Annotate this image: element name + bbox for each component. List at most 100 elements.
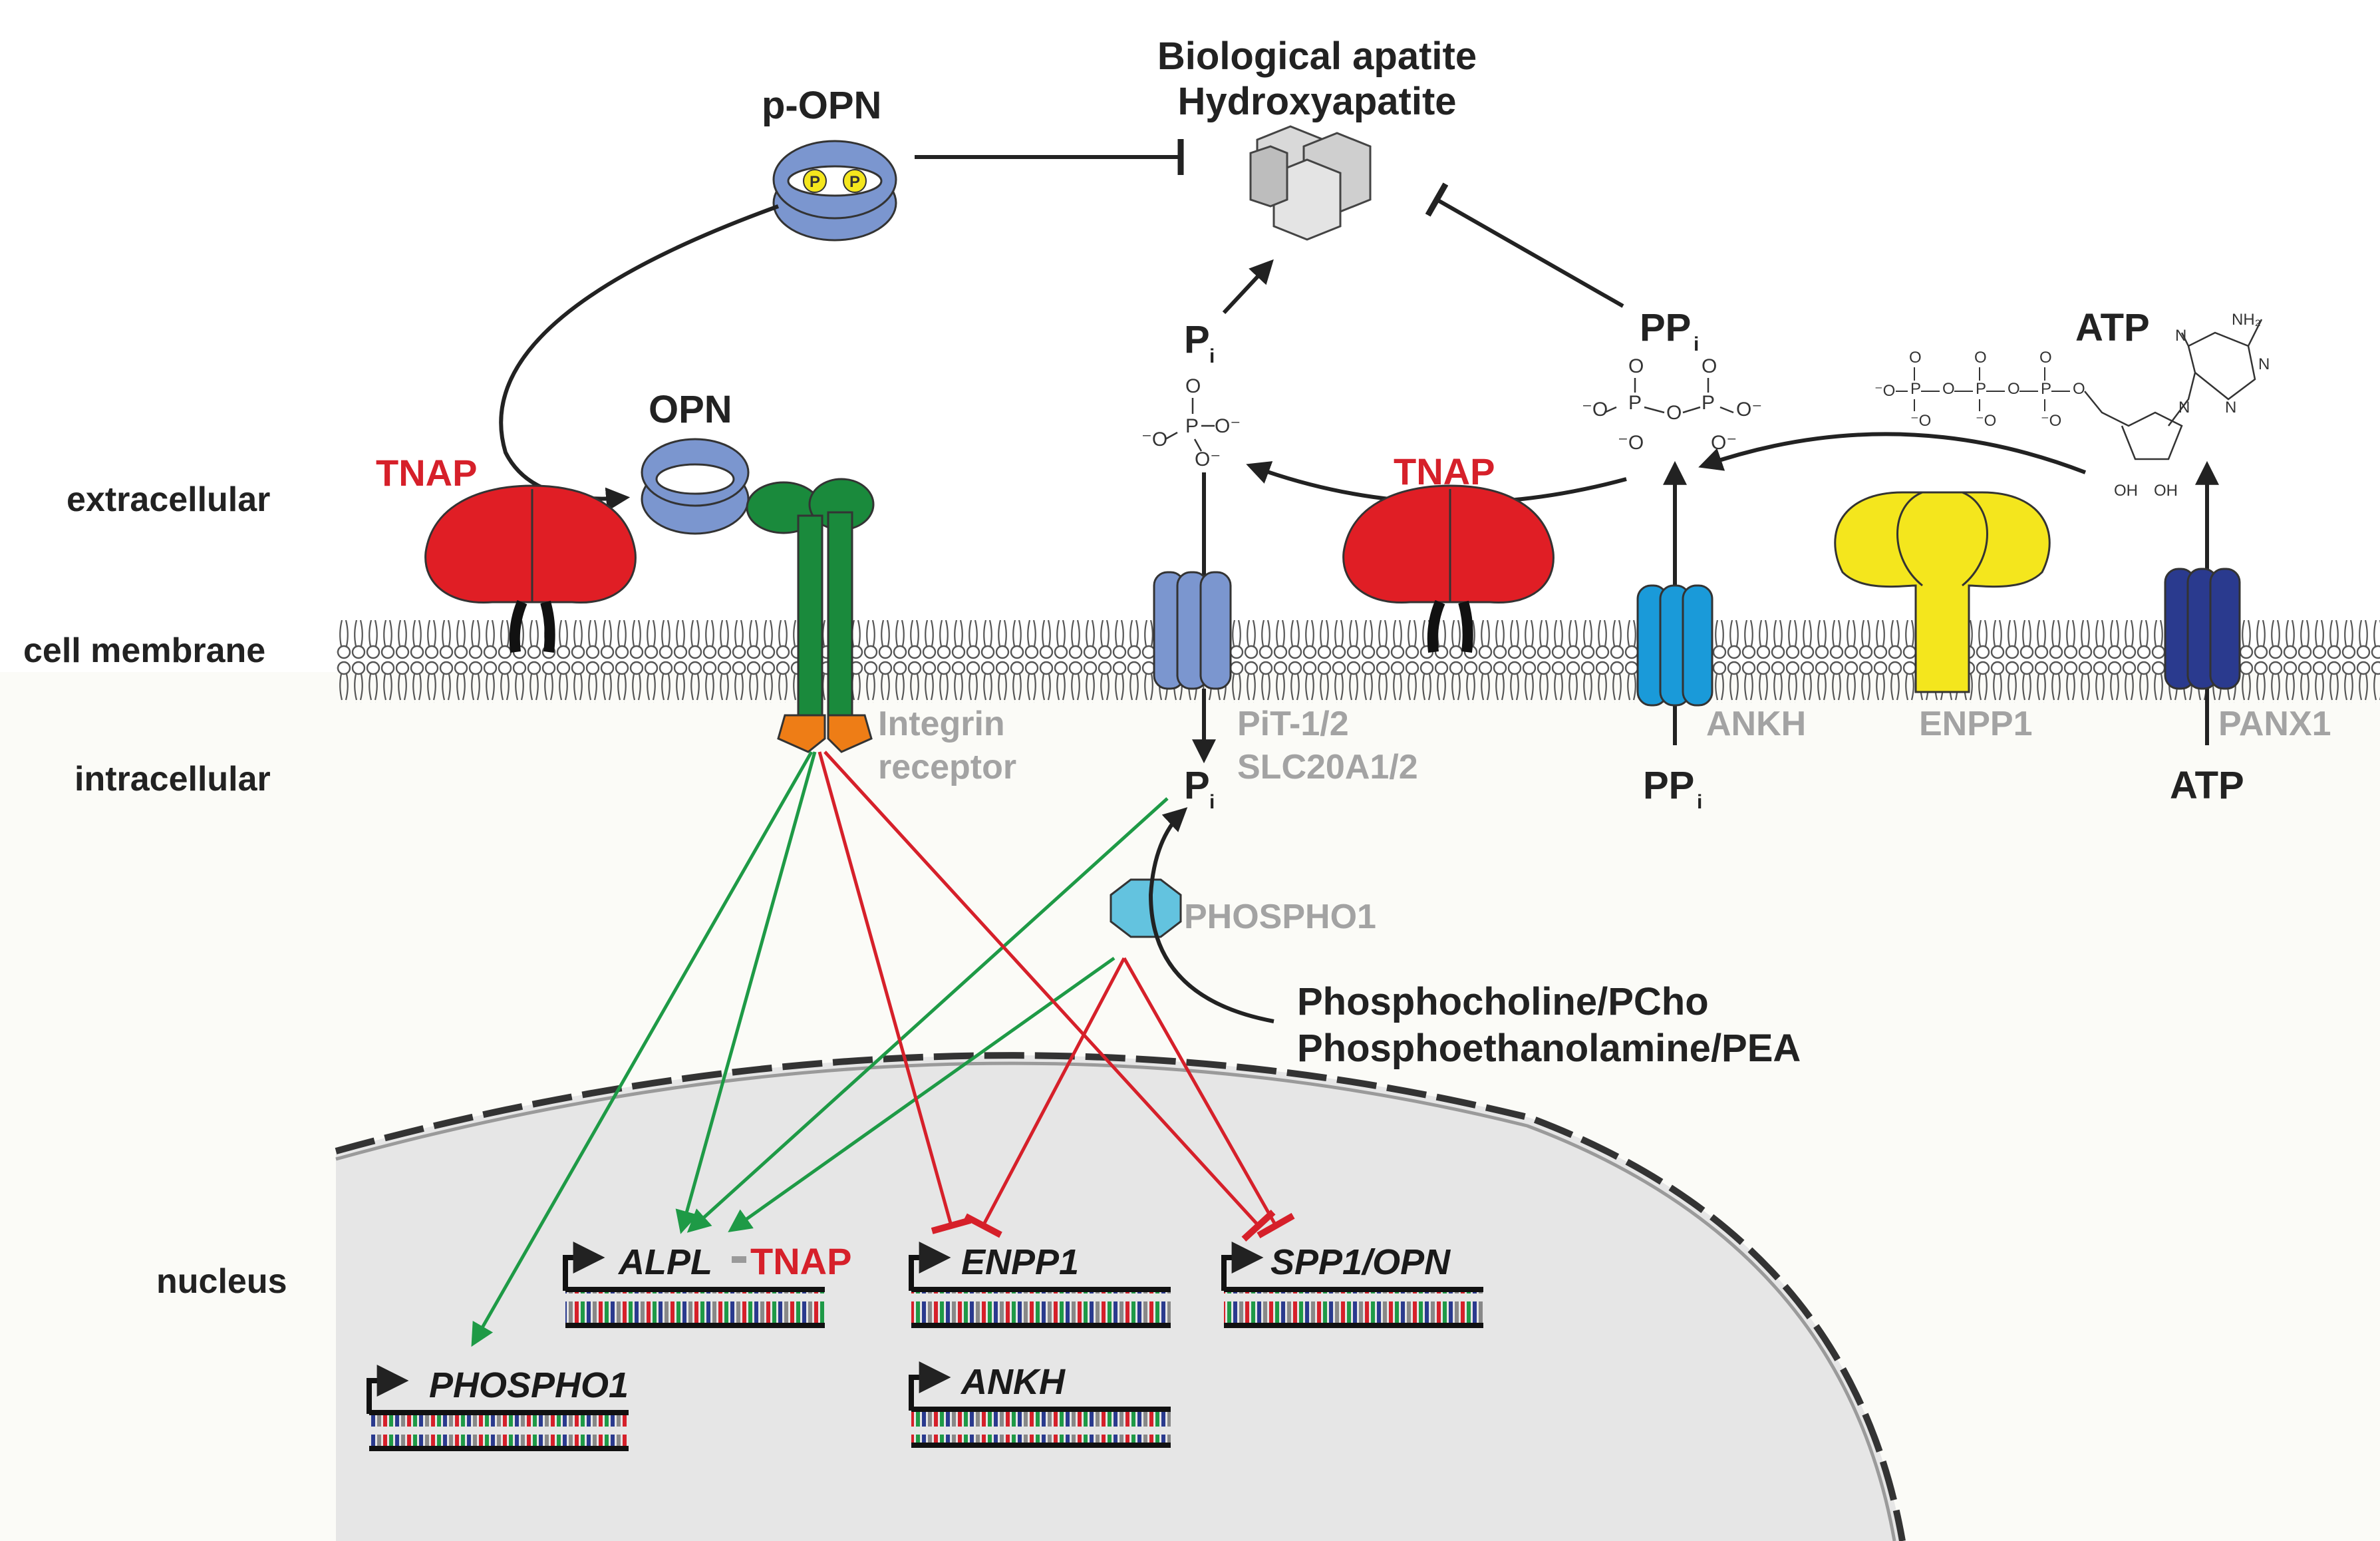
- atp-struct-o-8: O: [2039, 349, 2052, 367]
- atp-struct-o-6: ⁻O: [1976, 412, 1996, 430]
- gene-alpl: ALPL TNAP: [563, 1240, 851, 1328]
- pi-extracellular-sub: i: [1209, 345, 1215, 367]
- inhibition-lines: [818, 751, 1295, 1242]
- pi-activates-alpl: [686, 797, 1169, 1233]
- ppi-struct-o-bridge: O: [1666, 402, 1682, 424]
- tnap-right-protein: TNAP: [1342, 450, 1555, 653]
- atp-struct-n-1: N: [2175, 327, 2186, 345]
- phospho1-inhibits-enpp1: [964, 957, 1126, 1238]
- ppi-extracellular-label: PP: [1640, 306, 1691, 349]
- panx1-label: PANX1: [2218, 705, 2331, 743]
- ankh-label: ANKH: [1706, 705, 1806, 743]
- atp-to-ppi-arrow: [1698, 432, 2087, 474]
- pyrophosphate-structure: O O ⁻O P O P O⁻ ⁻O O⁻: [1582, 355, 1762, 454]
- atp-struct-p-2: P: [1976, 380, 1986, 398]
- atp-struct-n-2: N: [2258, 355, 2270, 373]
- gene-alpl-protein: TNAP: [750, 1240, 851, 1282]
- ppi-struct-o-4: O⁻: [1736, 399, 1762, 421]
- ppi-struct-o-3: ⁻O: [1582, 399, 1608, 421]
- ppi-struct-p-1: P: [1628, 392, 1642, 414]
- apatite-title-2: Hydroxyapatite: [1177, 80, 1456, 123]
- ppi-struct-o-6: O⁻: [1711, 432, 1737, 454]
- atp-struct-o-5: O: [1974, 349, 1987, 367]
- atp-struct-o-2: O: [1909, 349, 1922, 367]
- pi-to-apatite-arrow: [1222, 259, 1274, 315]
- apatite-title-1: Biological apatite: [1157, 35, 1477, 78]
- label-intracellular: intracellular: [74, 760, 271, 798]
- p-opn-label: p-OPN: [762, 84, 881, 127]
- pi-struct-p: P: [1185, 415, 1199, 437]
- apatite-crystal: Biological apatite Hydroxyapatite: [1157, 35, 1477, 241]
- pi-intracellular-label: P: [1184, 764, 1210, 807]
- pi-struct-o-left: ⁻O: [1141, 428, 1167, 450]
- p-opn-protein: p-OPN P P: [762, 84, 897, 242]
- gene-enpp1-name: ENPP1: [961, 1242, 1079, 1282]
- gene-ankh-name: ANKH: [960, 1362, 1066, 1402]
- atp-struct-o-1: ⁻O: [1874, 382, 1895, 400]
- gene-alpl-name: ALPL: [617, 1242, 712, 1282]
- phosphate-structure: O P ⁻O O⁻ O⁻: [1141, 375, 1241, 470]
- tnap-left-label: TNAP: [376, 452, 477, 494]
- pi-intracellular-sub: i: [1209, 791, 1215, 813]
- atp-struct-oh-2: OH: [2154, 482, 2178, 500]
- ppi-struct-p-2: P: [1702, 392, 1715, 414]
- label-nucleus: nucleus: [156, 1262, 287, 1301]
- atp-structure: ⁻O O P ⁻O O O P ⁻O O O P ⁻O O NH₂ N N N …: [1874, 311, 2270, 500]
- phospho1-enzyme: PHOSPHO1: [1110, 878, 1376, 938]
- integrin-label-1: Integrin: [878, 705, 1005, 743]
- ppi-extracellular-sub: i: [1694, 333, 1699, 355]
- atp-struct-o-7: O: [2008, 380, 2020, 398]
- gene-phospho1-name: PHOSPHO1: [429, 1365, 629, 1405]
- activation-arrows: [471, 751, 1169, 1347]
- phospho1-inhibits-spp1: [1122, 957, 1295, 1239]
- ppi-intracellular-label: PP: [1643, 764, 1694, 807]
- label-cell-membrane: cell membrane: [23, 631, 265, 670]
- pi-struct-o-right: O⁻: [1215, 415, 1241, 437]
- ppi-struct-o-1: O: [1628, 355, 1644, 377]
- enpp1-label: ENPP1: [1919, 705, 2033, 743]
- panx1-channel: PANX1: [2164, 568, 2331, 743]
- phospho1-to-pi-arrow: [1148, 807, 1274, 1023]
- gene-ankh: ANKH: [909, 1361, 1171, 1448]
- atp-struct-p-3: P: [2041, 380, 2051, 398]
- ppi-struct-o-2: O: [1702, 355, 1717, 377]
- pi-extracellular-label: P: [1184, 318, 1210, 361]
- atp-struct-o-3: ⁻O: [1910, 412, 1931, 430]
- phospho1-label: PHOSPHO1: [1184, 898, 1376, 936]
- label-extracellular: extracellular: [67, 480, 270, 519]
- ankh-transporter: ANKH: [1636, 584, 1806, 743]
- substrate-label-1: Phosphocholine/PCho: [1297, 980, 1709, 1023]
- atp-struct-nh2: NH₂: [2232, 311, 2261, 329]
- gene-spp1-name: SPP1/OPN: [1270, 1242, 1451, 1282]
- integrin-inhibits-enpp1: [818, 751, 972, 1234]
- atp-struct-n-4: N: [2178, 399, 2190, 417]
- atp-struct-o-10: O: [2073, 380, 2085, 398]
- phospho-mark-1: P: [810, 173, 820, 191]
- integrin-activates-alpl: [675, 751, 817, 1234]
- pit-transporter: PiT-1/2 SLC20A1/2: [1153, 571, 1418, 786]
- gene-phospho1: PHOSPHO1: [367, 1365, 629, 1451]
- ppi-inhibits-apatite: [1425, 182, 1624, 308]
- phospho1-activates-alpl: [728, 956, 1116, 1233]
- substrate-label-2: Phosphoethanolamine/PEA: [1297, 1027, 1801, 1070]
- cell-membrane-bilayer: [336, 620, 2380, 703]
- atp-extracellular-label: ATP: [2075, 306, 2150, 349]
- integrin-receptor: Integrin receptor: [746, 478, 1016, 786]
- enpp1-protein: ENPP1: [1834, 491, 2051, 743]
- integrin-inhibits-spp1: [823, 751, 1276, 1242]
- gene-spp1: SPP1/OPN: [1221, 1242, 1483, 1328]
- pi-struct-o-bottom: O⁻: [1195, 448, 1221, 470]
- pit-label-2: SLC20A1/2: [1237, 748, 1418, 786]
- gene-enpp1: ENPP1: [909, 1242, 1171, 1328]
- atp-struct-o-4: O: [1942, 380, 1955, 398]
- atp-struct-o-9: ⁻O: [2041, 412, 2061, 430]
- integrin-activates-phospho1: [471, 751, 814, 1347]
- pi-struct-o-top: O: [1185, 375, 1201, 397]
- atp-struct-n-3: N: [2225, 399, 2236, 417]
- atp-struct-p-1: P: [1910, 380, 1921, 398]
- opn-protein: OPN: [641, 388, 750, 535]
- tnap-left-protein: TNAP: [376, 452, 637, 653]
- phospho-mark-2: P: [849, 173, 860, 191]
